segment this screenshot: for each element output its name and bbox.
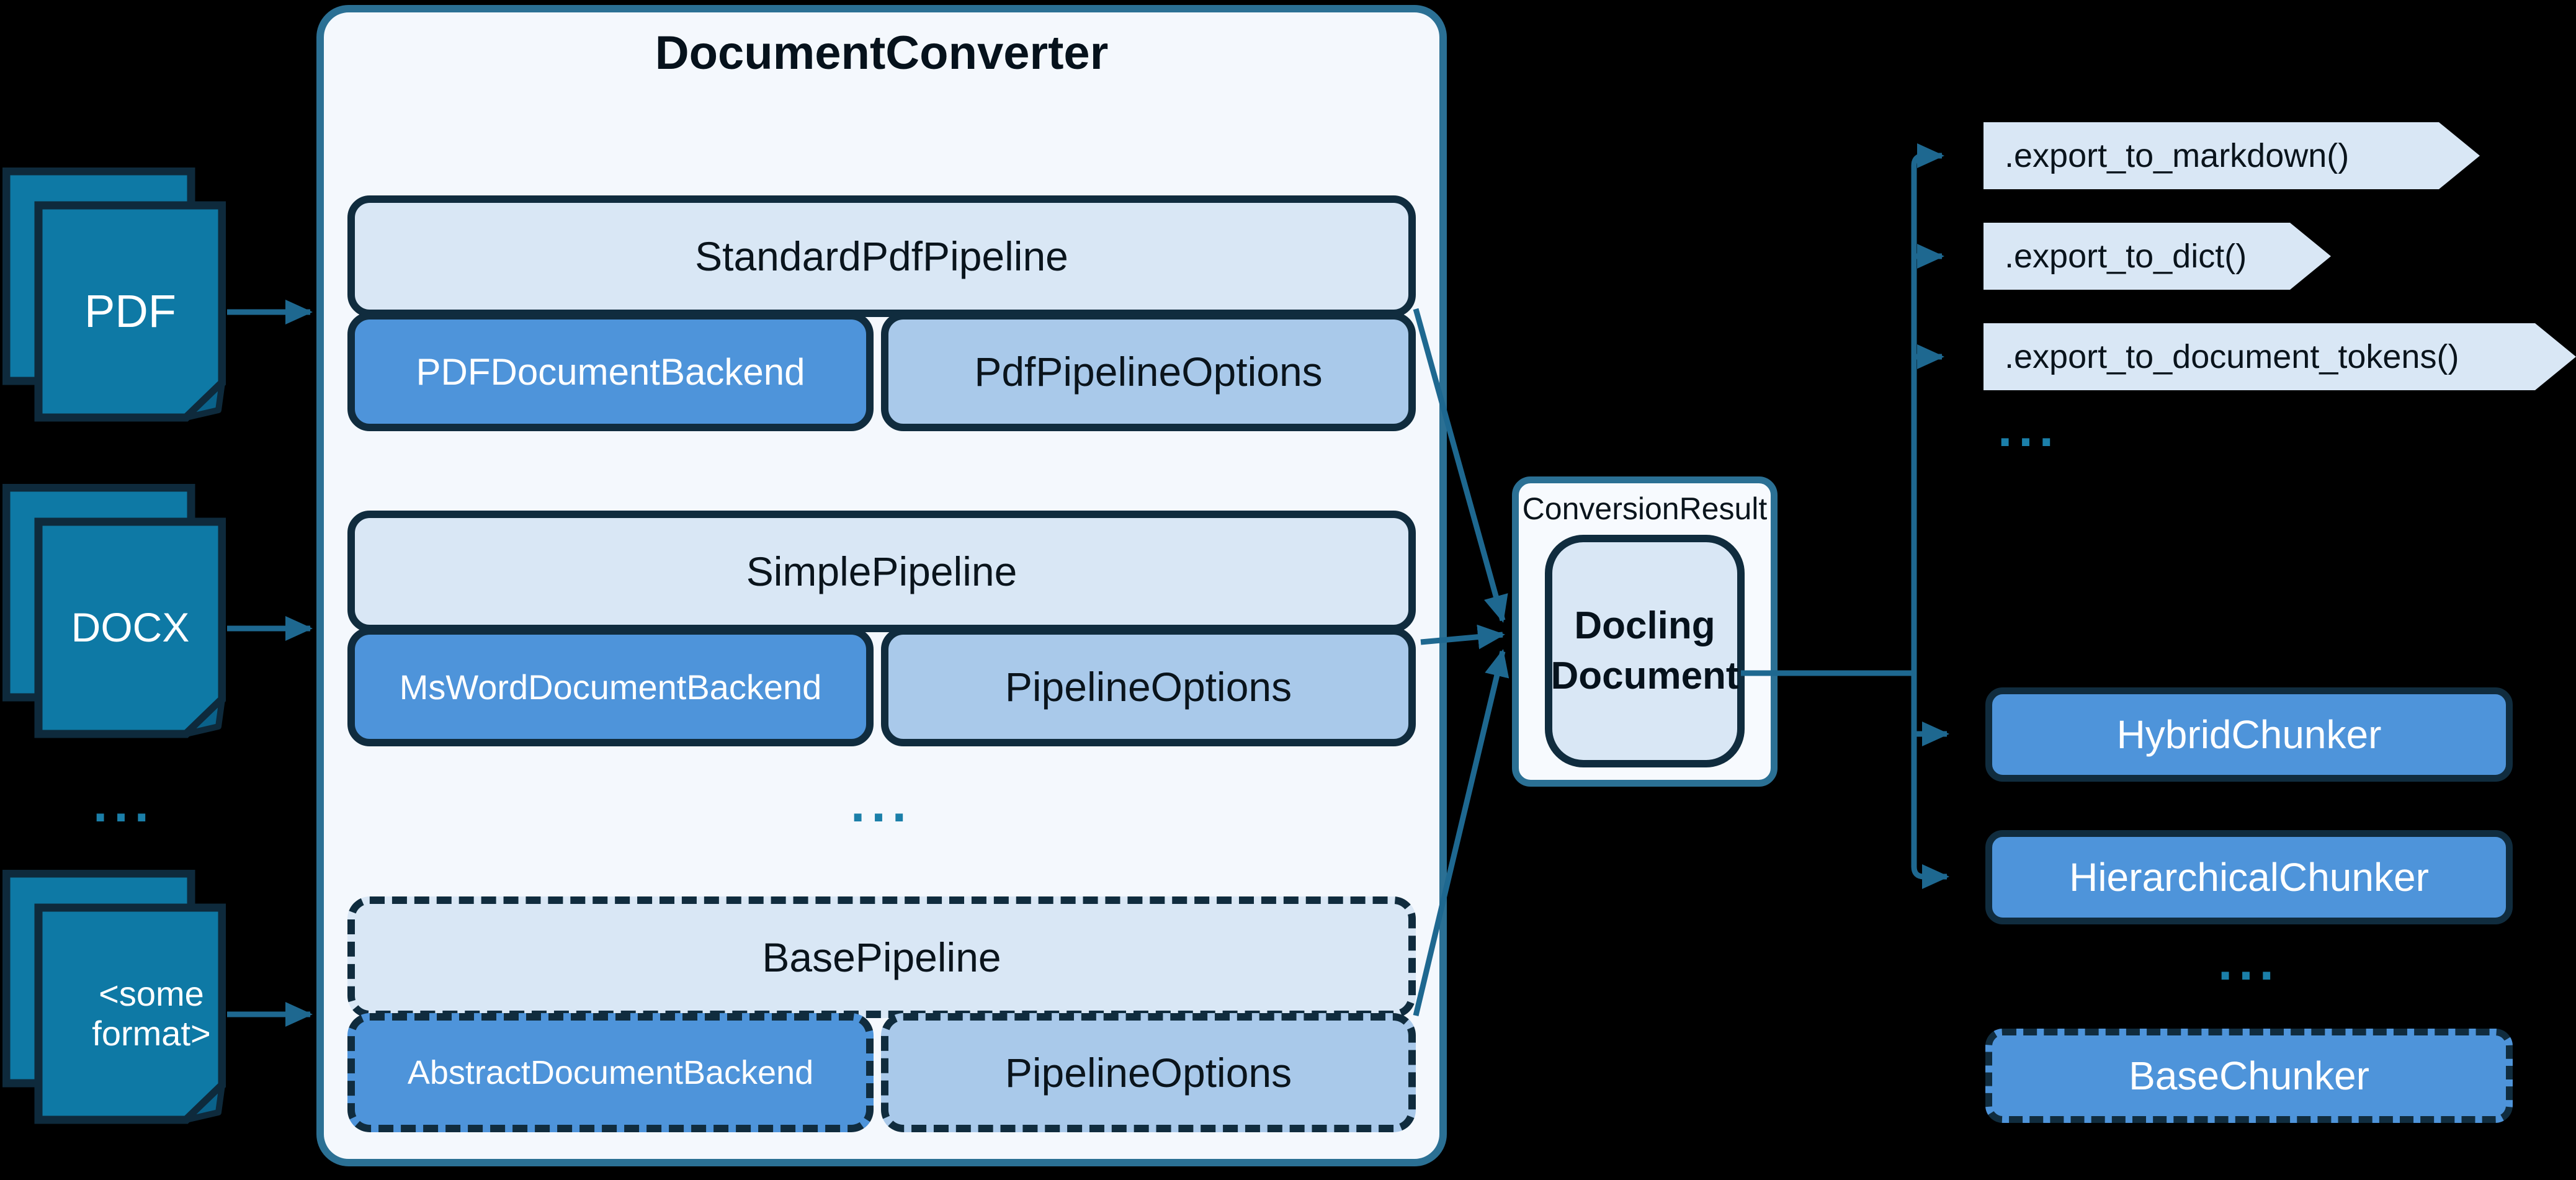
- some-format-documents-stack: <some format>: [2, 870, 226, 1124]
- chunker-box-hierarchical: HierarchicalChunker: [1985, 830, 2513, 924]
- document-converter-title: DocumentConverter: [655, 26, 1109, 79]
- options-box-base: PipelineOptions: [881, 1013, 1416, 1132]
- pdf-documents-stack: PDF: [2, 168, 226, 422]
- pipeline-box-standard-pdf: StandardPdfPipeline: [347, 195, 1416, 317]
- input-format-label: DOCX: [71, 604, 190, 651]
- export-tag-document-tokens: .export_to_document_tokens(): [1983, 323, 2576, 390]
- converter-ellipsis: ...: [850, 774, 913, 833]
- backend-box-abstract: AbstractDocumentBackend: [347, 1013, 874, 1132]
- export-tag-markdown: .export_to_markdown(): [1983, 122, 2480, 189]
- pipeline-box-simple: SimplePipeline: [347, 511, 1416, 632]
- options-box-simple: PipelineOptions: [881, 627, 1416, 746]
- chunker-box-hybrid: HybridChunker: [1985, 687, 2513, 782]
- exports-ellipsis: ...: [1997, 398, 2060, 457]
- export-tag-dict: .export_to_dict(): [1983, 223, 2331, 290]
- conversion-result-label: ConversionResult: [1522, 491, 1768, 526]
- document-pages-icon: [2, 484, 226, 738]
- input-format-label: <some format>: [92, 973, 211, 1053]
- backend-box-msword: MsWordDocumentBackend: [347, 627, 874, 746]
- options-box-pdf: PdfPipelineOptions: [881, 312, 1416, 431]
- backend-box-pdf: PDFDocumentBackend: [347, 312, 874, 431]
- chunkers-ellipsis: ...: [2217, 932, 2280, 991]
- input-format-label: PDF: [84, 285, 176, 337]
- docx-documents-stack: DOCX: [2, 484, 226, 738]
- chunker-box-base: BaseChunker: [1985, 1029, 2513, 1123]
- inputs-ellipsis: ...: [92, 774, 155, 833]
- document-pages-icon: [2, 870, 226, 1124]
- pipeline-box-base: BasePipeline: [347, 896, 1416, 1018]
- docling-document-box: Docling Document: [1545, 535, 1745, 767]
- document-pages-icon: [2, 168, 226, 422]
